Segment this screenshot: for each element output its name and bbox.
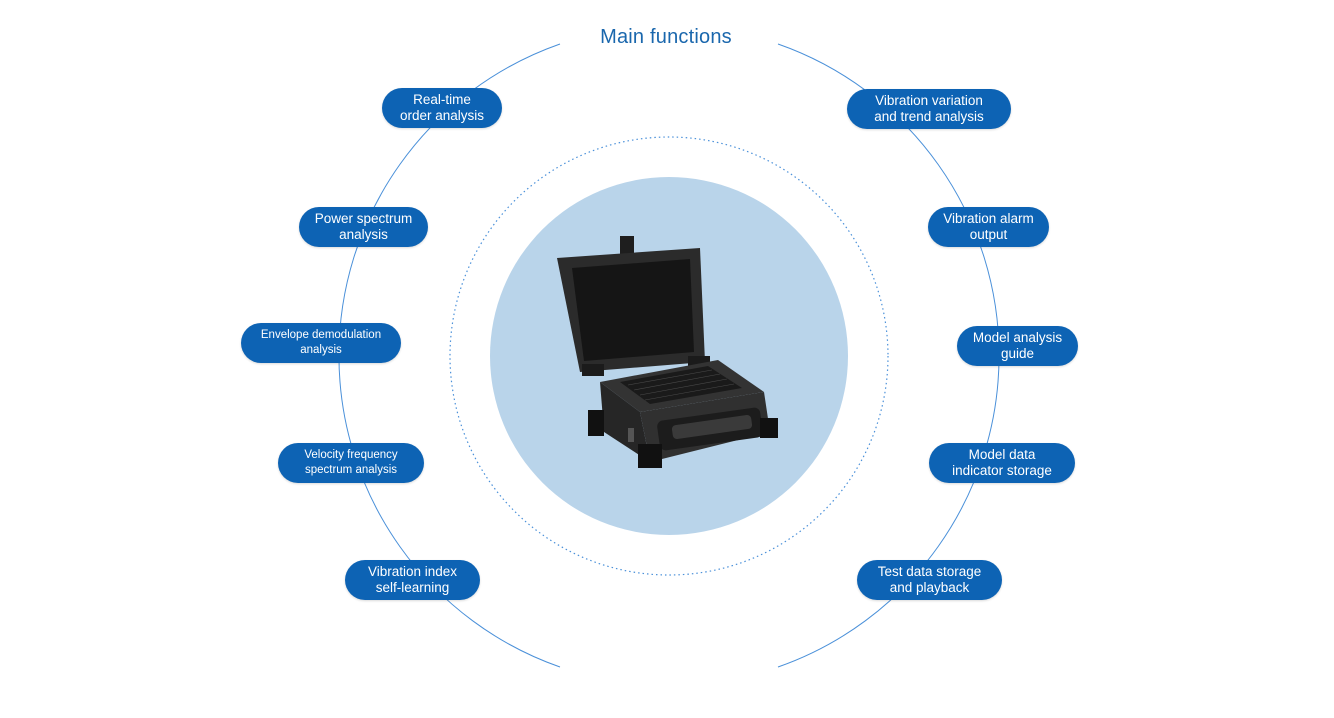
pill-line-1: Test data storage: [877, 564, 982, 579]
pill-line-1: Vibration variation: [875, 93, 983, 108]
pill-line-1: Envelope demodulation: [260, 329, 382, 341]
pill-line-1: Model data: [968, 447, 1036, 462]
dotted-inner-ring: [449, 136, 889, 576]
pill-line-1: Vibration index: [367, 564, 458, 579]
pill-line-2: indicator storage: [952, 463, 1052, 478]
pill-line-2: output: [969, 227, 1008, 242]
pill-line-2: and playback: [889, 580, 970, 595]
diagram-title: Main functions: [600, 26, 732, 48]
pill-line-2: and trend analysis: [874, 109, 984, 124]
pill-line-1: Power spectrum: [314, 211, 413, 226]
pill-line-2: analysis: [300, 344, 342, 356]
pill-line-1: Velocity frequency: [304, 449, 398, 461]
pill-line-2: guide: [1000, 346, 1035, 361]
function-velocity-frequency-spectrum-analysis: Velocity frequency spectrum analysis: [278, 443, 424, 483]
function-envelope-demodulation-analysis: Envelope demodulation analysis: [241, 323, 401, 363]
rugged-portable-laptop-icon: [557, 236, 778, 468]
pill-line-2: order analysis: [399, 108, 485, 123]
pill-line-2: spectrum analysis: [304, 464, 398, 476]
pill-line-1: Real-time: [413, 92, 471, 107]
pill-line-1: Vibration alarm: [943, 211, 1034, 226]
pill-line-1: Model analysis: [972, 330, 1063, 345]
pill-line-2: analysis: [339, 227, 388, 242]
pill-line-2: self-learning: [375, 580, 450, 595]
